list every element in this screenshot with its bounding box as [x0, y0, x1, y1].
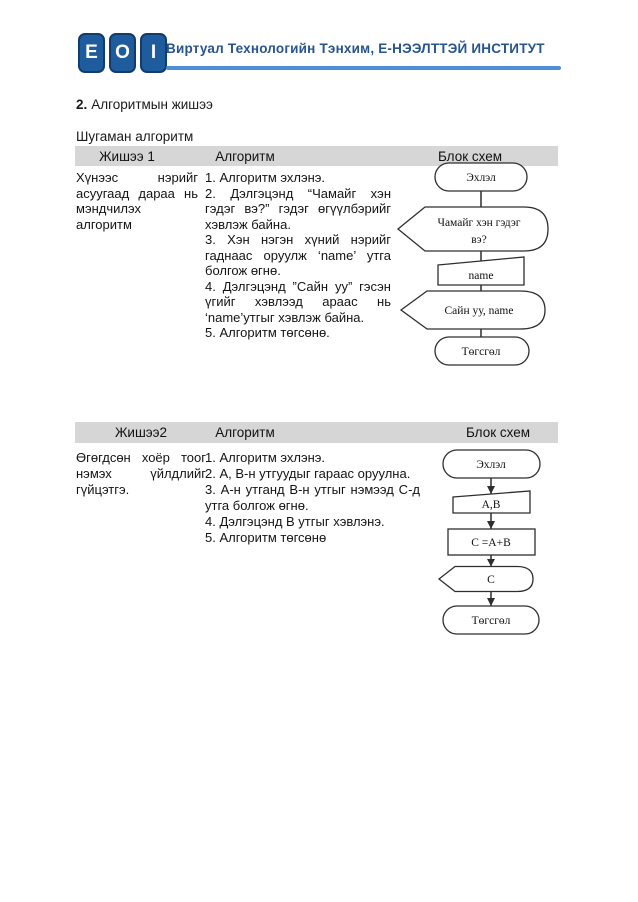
eoi-logo: E O I [78, 33, 167, 73]
table2-header-example: Жишээ2 [114, 425, 168, 440]
logo-letter-e: E [78, 33, 105, 73]
arrow-down-icon [487, 598, 495, 606]
fc2-start-terminator [442, 449, 541, 479]
fc2-input-shape [452, 490, 531, 514]
fc2-process-rect [447, 528, 536, 556]
table1-header-blockscheme: Блок схем [437, 149, 503, 164]
fc1-start-label: Эхлэл [466, 172, 496, 184]
fc1-start-terminator [434, 162, 528, 192]
fc1-end-terminator [434, 336, 530, 366]
algorithm-step: 2. Дэлгэцэнд “Чамайг хэн гэдэг вэ?” гэдэ… [205, 185, 391, 232]
section-heading: 2.Алгоритмын жишээ [76, 97, 213, 112]
header-title: Виртуал Технологийн Тэнхим, Е-НЭЭЛТТЭЙ И… [166, 41, 545, 56]
algorithm-step: 2. А, В-н утгуудыг гараас оруулна. [205, 466, 411, 481]
header-underline-rule [166, 66, 561, 70]
fc1-input-label: name [469, 270, 494, 282]
flowchart-2: Эхлэл А,В С =А+В С Төгсгөл [437, 449, 541, 635]
arrow-down-icon [487, 486, 495, 494]
fc2-start-label: Эхлэл [476, 459, 506, 471]
table1-header-algorithm: Алгоритм [215, 149, 275, 164]
section-subtitle: Шугаман алгоритм [76, 129, 194, 144]
table1-header-example: Жишээ 1 [99, 149, 155, 164]
table2-header-blockscheme: Блок схем [465, 425, 531, 440]
fc1-name-input [437, 256, 525, 286]
fc2-output-display [437, 565, 534, 593]
table2-header-algorithm: Алгоритм [215, 425, 275, 440]
algorithm-step: 3. А-н утганд В-н утгыг нэмээд С-д утга … [205, 482, 420, 513]
fc2-input-label: А,В [482, 499, 501, 511]
fc2-end-label: Төгсгөл [472, 615, 511, 627]
fc1-end-label: Төгсгөл [462, 346, 501, 358]
fc2-output-label: С [487, 574, 495, 586]
table1-header-row [75, 146, 558, 166]
fc1-output-label: Сайн уу, name [445, 305, 514, 317]
algorithm-step: 1. Алгоритм эхлэнэ. [205, 170, 326, 185]
algorithm-step: 3. Хэн нэгэн хүний нэрийг гаднаас оруулж… [205, 232, 391, 278]
fc1-output-display [399, 290, 546, 330]
section-title: Алгоритмын жишээ [91, 97, 213, 112]
flowchart-1: Эхлэл Чамайг хэн гэдэг вэ? name Сайн уу,… [396, 162, 549, 366]
algorithm-step: 5. Алгоритм төгсөнө [205, 530, 327, 545]
fc1-question-line1: Чамайг хэн гэдэг [437, 217, 520, 229]
fc2-process-label: С =А+В [471, 537, 511, 549]
algorithm-step: 4. Дэлгэцэнд ”Сайн уу” гэсэн үгийг хэвлэ… [205, 278, 391, 325]
fc1-question-line2: вэ? [471, 234, 486, 246]
logo-letter-i: I [140, 33, 167, 73]
fc1-question-display [396, 206, 549, 252]
algorithm-step: 5. Алгоритм төгсөнө. [205, 325, 330, 340]
table2-algorithm-steps: 1. Алгоритм эхлэнэ. 2. А, В-н утгуудыг г… [205, 450, 420, 546]
table1-algorithm-steps: 1. Алгоритм эхлэнэ. 2. Дэлгэцэнд “Чамайг… [205, 170, 391, 341]
algorithm-step: 4. Дэлгэцэнд В утгыг хэвлэнэ. [205, 514, 385, 529]
table2-header-row [75, 422, 558, 443]
arrow-down-icon [487, 521, 495, 529]
arrow-down-icon [487, 559, 495, 567]
table1-description-cell: Хүнээс нэрийг асуугаад дараа нь мэндчилэ… [76, 170, 198, 232]
section-number: 2. [76, 97, 88, 112]
table2-description-cell: Өгөгдсөн хоёр тоог нэмэх үйлдлийг гүйцэт… [76, 450, 206, 497]
logo-letter-o: O [109, 33, 136, 73]
algorithm-step: 1. Алгоритм эхлэнэ. [205, 450, 326, 465]
